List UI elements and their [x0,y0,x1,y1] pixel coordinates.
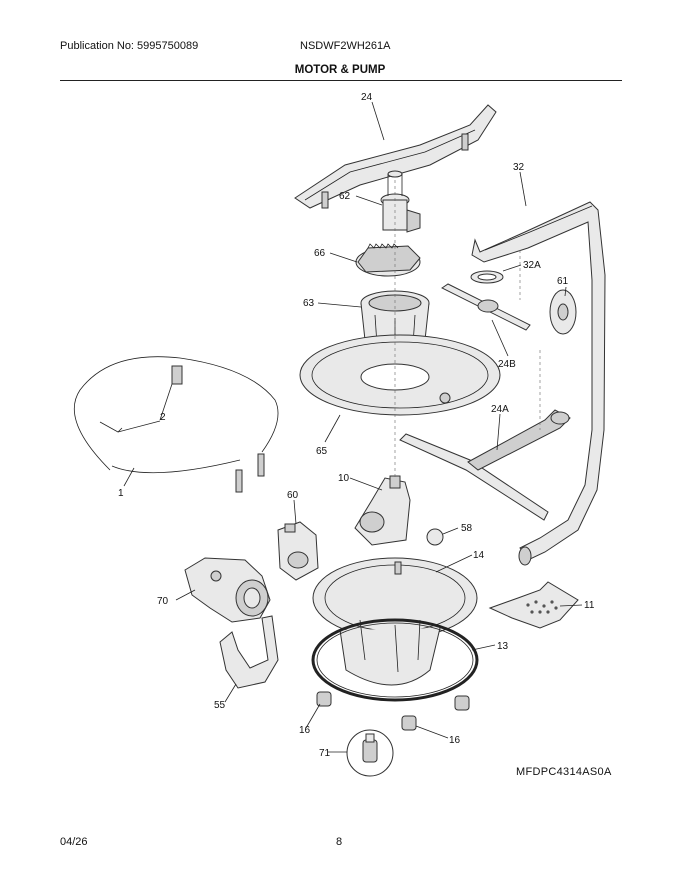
grommet-right-part[interactable] [454,695,470,711]
callout-16-right: 16 [449,735,461,746]
callout-16-left: 16 [299,725,311,736]
wire-harness-part[interactable] [73,356,279,493]
motor-bracket-part[interactable] [219,615,279,689]
sump-seal-ring-part[interactable] [311,618,479,702]
callout-58: 58 [461,523,473,534]
pump-housing-cover-part[interactable] [354,475,411,546]
callout-32a: 32A [523,260,541,271]
callout-65: 65 [316,446,328,457]
publication-number: Publication No: 5995750089 [60,40,199,52]
callout-70: 70 [157,596,169,607]
sensor-inset-part[interactable] [346,729,394,777]
fine-filter-bracket-part[interactable] [488,581,579,629]
grommet-middle-part[interactable] [401,715,417,731]
callout-63: 63 [303,298,315,309]
callout-66: 66 [314,248,326,259]
callout-2: 2 [160,412,166,423]
diverter-gear-part[interactable] [355,243,421,277]
callout-24a: 24A [491,404,509,415]
drawing-code: MFDPC4314AS0A [516,766,612,778]
page-number: 8 [336,836,343,848]
spray-arm-mount-part[interactable] [380,170,421,233]
circulation-motor-part[interactable] [184,557,271,623]
callout-11: 11 [584,600,595,611]
gasket-ring-part[interactable] [470,270,504,284]
callout-55: 55 [214,700,226,711]
callout-10: 10 [338,473,350,484]
seal-disc-part[interactable] [549,289,577,335]
callout-62: 62 [339,191,351,202]
callout-13: 13 [497,641,509,652]
footer-date: 04/26 [60,836,88,848]
sump-assembly-part[interactable] [312,557,478,686]
model-number: NSDWF2WH261A [300,40,391,52]
upper-spray-arm-part[interactable] [294,104,497,209]
ball-part[interactable] [426,528,444,546]
middle-spray-arm-part[interactable] [441,283,531,331]
filter-plate-part[interactable] [299,334,501,416]
section-title: MOTOR & PUMP [294,64,386,76]
callout-24b: 24B [498,359,516,370]
callout-14: 14 [473,550,485,561]
callout-32: 32 [513,162,525,173]
callout-71: 71 [319,748,331,759]
callout-61: 61 [557,276,569,287]
circulation-tube-part[interactable] [471,201,606,566]
header-rule [60,80,622,81]
grommet-left-part[interactable] [316,691,332,707]
callout-1: 1 [118,488,124,499]
lower-spray-arm-part[interactable] [399,409,571,521]
callout-24: 24 [361,92,373,103]
drain-pump-part[interactable] [277,521,319,581]
callout-60: 60 [287,490,299,501]
